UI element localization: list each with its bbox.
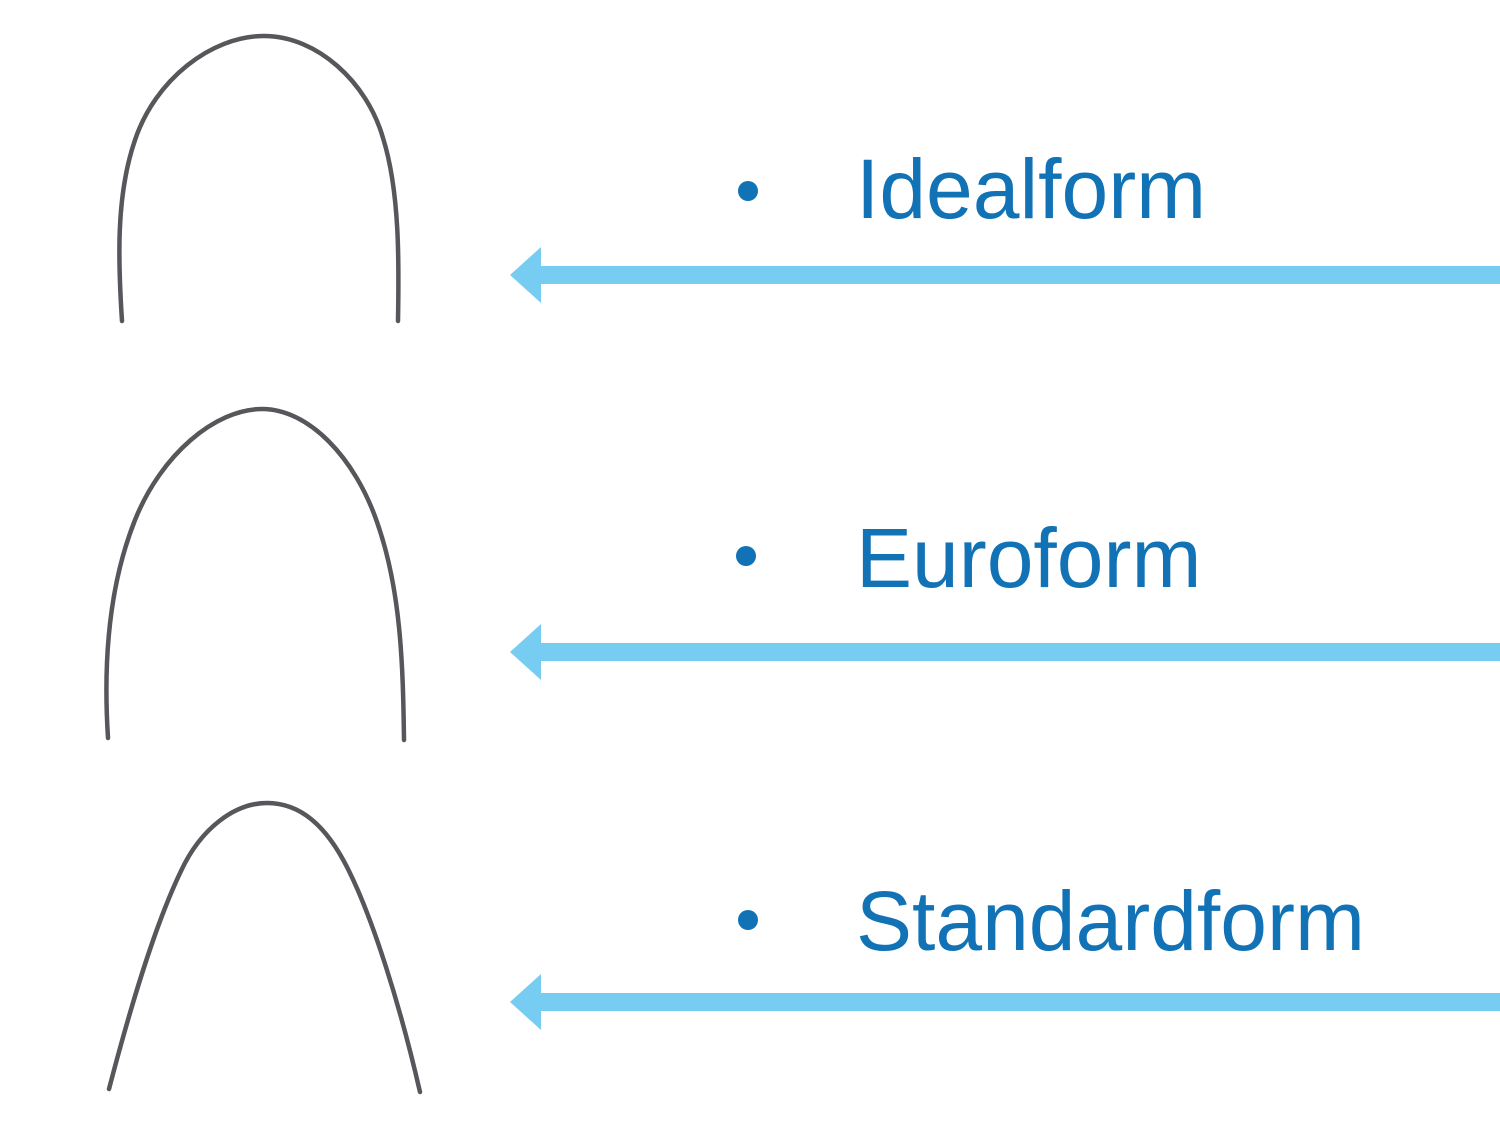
archwire-standardform-image	[106, 800, 423, 1095]
bullet-icon	[738, 181, 758, 201]
bullet-icon	[738, 910, 758, 930]
left-arrow-icon	[510, 974, 1500, 1030]
archform-label-euroform: Euroform	[856, 511, 1202, 605]
archform-label-standardform: Standardform	[856, 874, 1365, 968]
bullet-icon	[736, 546, 756, 566]
archwire-euroform-image	[104, 406, 407, 743]
archwire-idealform-image	[117, 33, 401, 324]
left-arrow-icon	[510, 624, 1500, 680]
archform-label-idealform: Idealform	[856, 142, 1207, 236]
left-arrow-icon	[510, 247, 1500, 303]
